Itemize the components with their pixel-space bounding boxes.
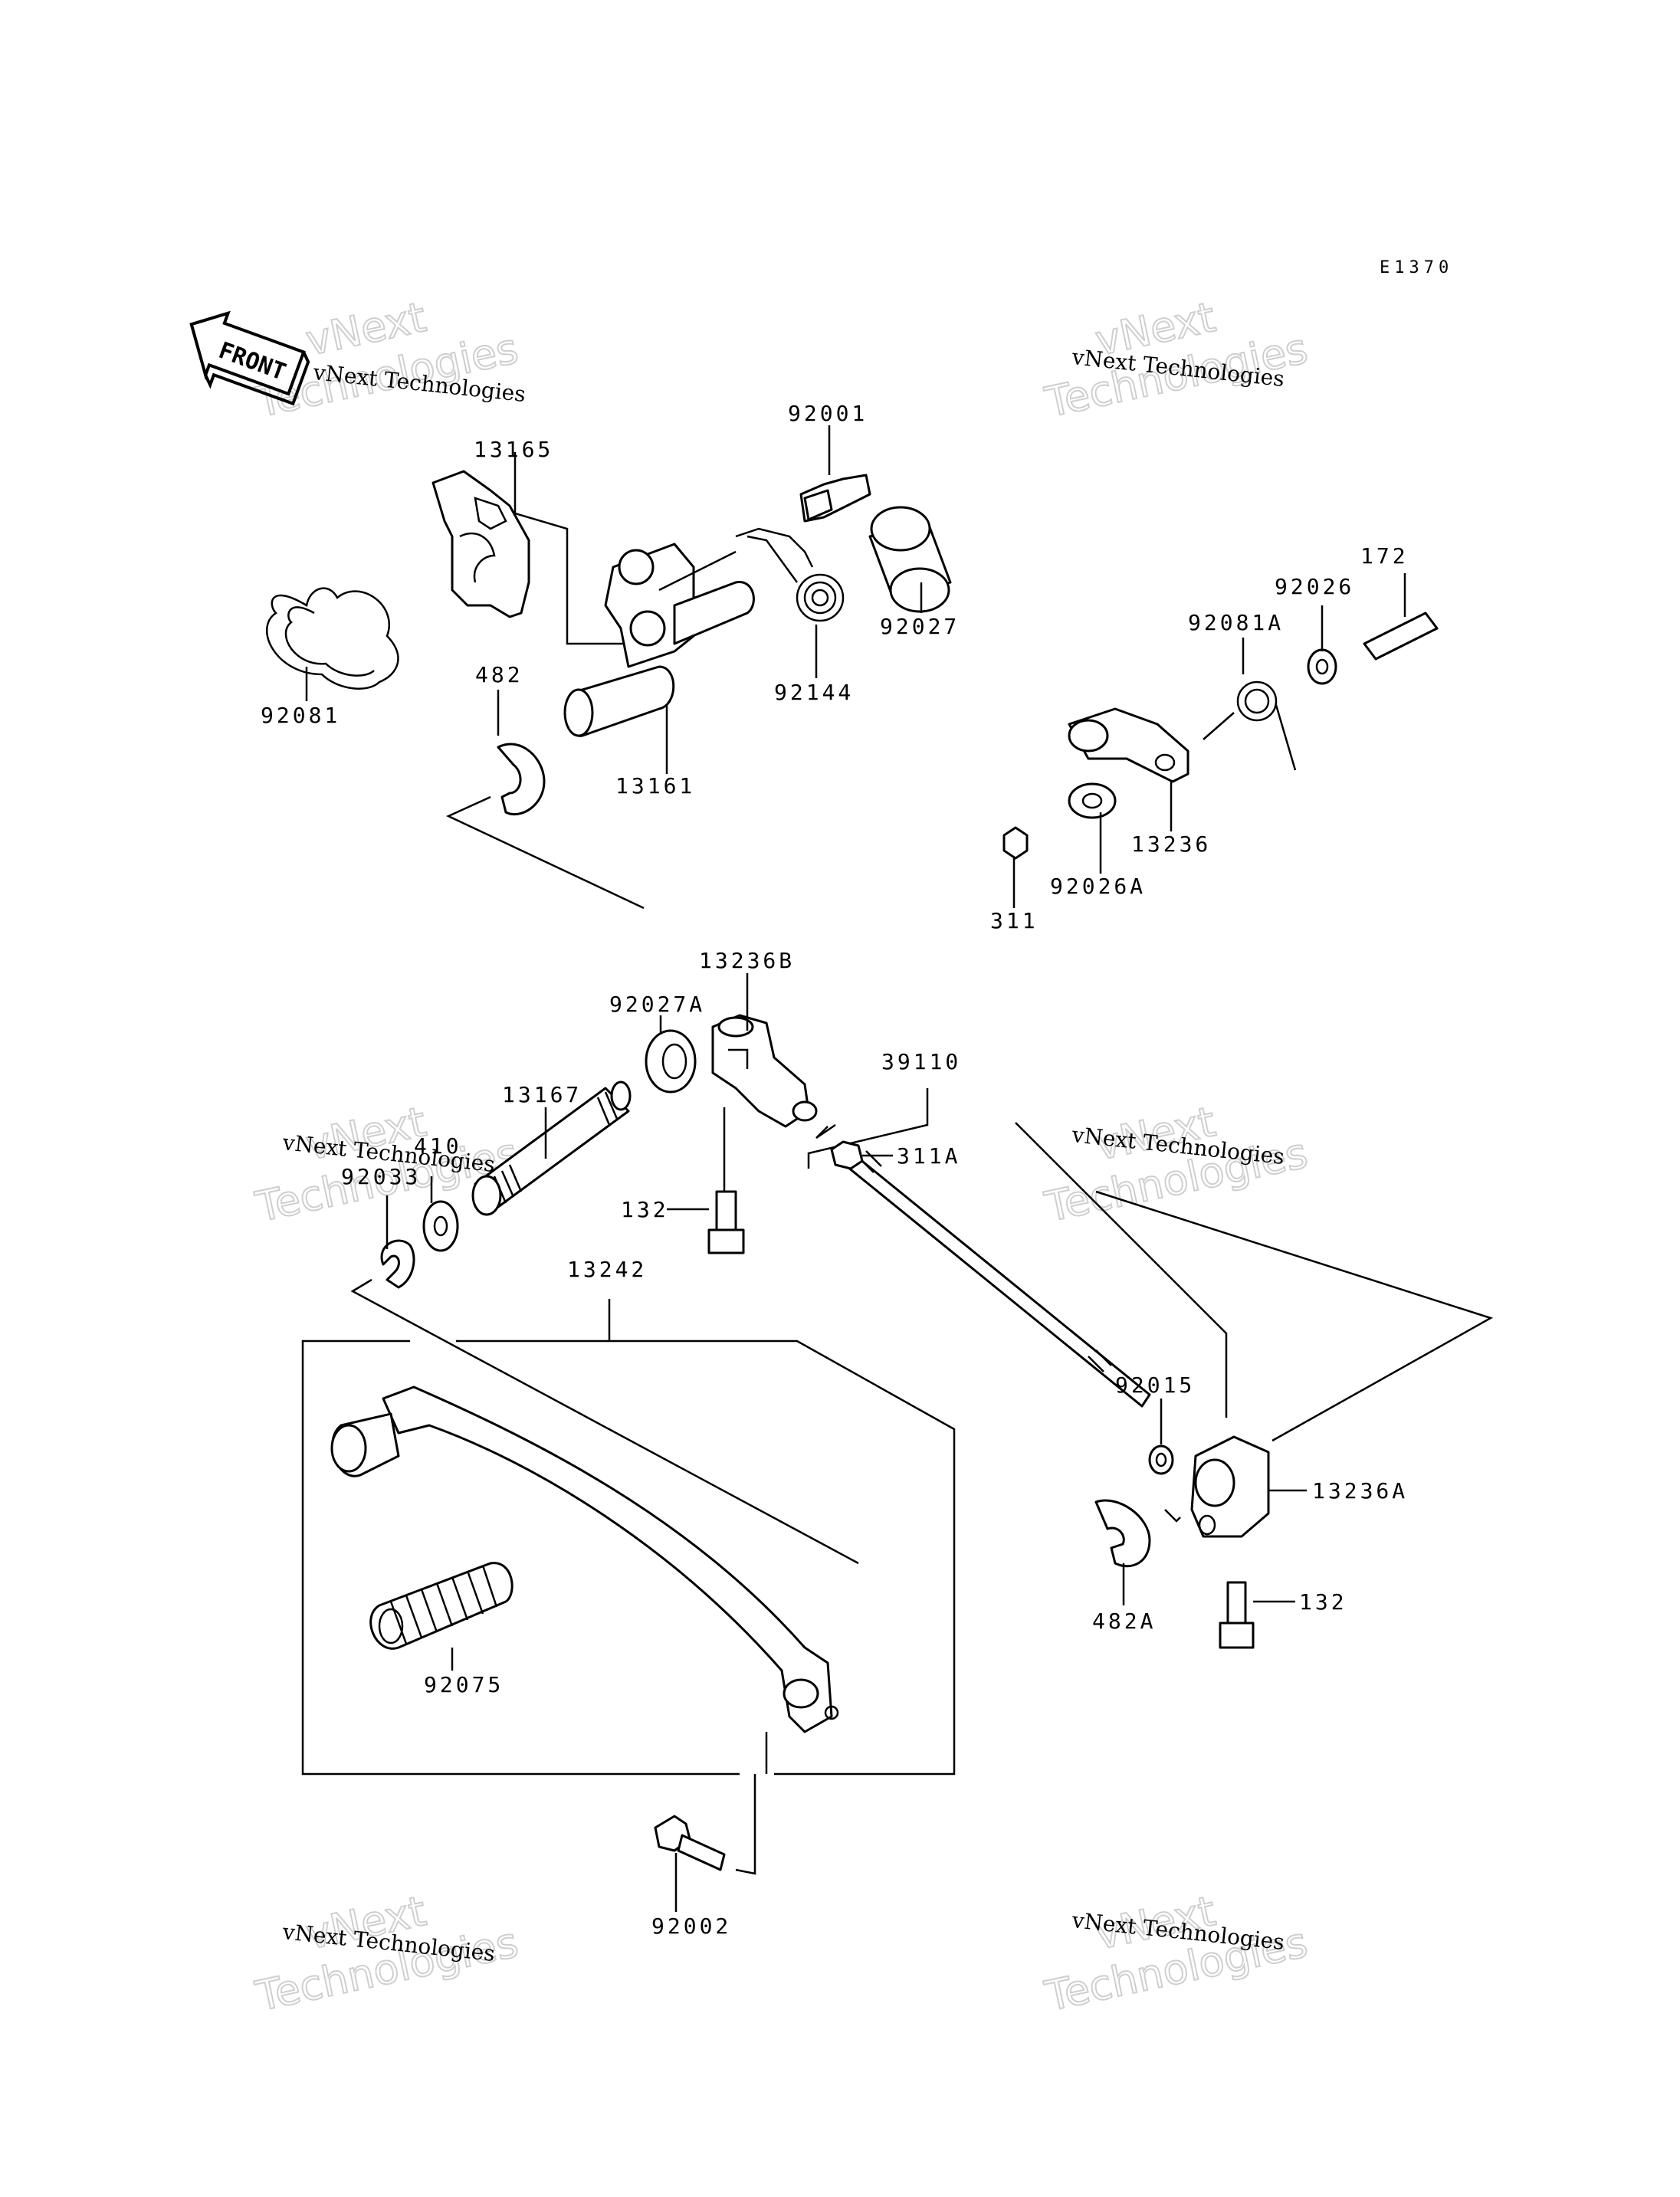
part-label-13236B[interactable]: 13236B xyxy=(699,948,795,973)
part-label-132-lower[interactable]: 132 xyxy=(1299,1589,1347,1615)
part-label-410[interactable]: 410 xyxy=(414,1133,462,1159)
part-label-92033[interactable]: 92033 xyxy=(341,1164,421,1189)
part-92015-drawing xyxy=(1148,1444,1174,1475)
part-311A-drawing xyxy=(830,1140,864,1170)
part-92081-drawing xyxy=(266,587,399,690)
part-label-311[interactable]: 311 xyxy=(990,908,1039,933)
part-label-92144[interactable]: 92144 xyxy=(774,680,854,705)
part-92001-drawing xyxy=(799,474,871,523)
part-13236-drawing xyxy=(1068,707,1189,783)
part-label-13161[interactable]: 13161 xyxy=(615,773,695,798)
part-label-13236[interactable]: 13236 xyxy=(1131,831,1211,857)
part-label-482[interactable]: 482 xyxy=(475,662,523,687)
front-arrow-icon: FRONT xyxy=(189,310,310,406)
part-label-92026[interactable]: 92026 xyxy=(1275,574,1354,599)
part-label-311A[interactable]: 311A xyxy=(897,1143,960,1169)
part-92033-drawing xyxy=(380,1239,415,1289)
part-132b-drawing xyxy=(1219,1581,1255,1649)
part-92002-drawing xyxy=(654,1815,726,1871)
part-label-92081A[interactable]: 92081A xyxy=(1188,610,1284,635)
part-13161-drawing xyxy=(563,543,755,737)
part-label-92081[interactable]: 92081 xyxy=(261,703,340,728)
part-482-drawing xyxy=(497,743,546,816)
part-label-482A[interactable]: 482A xyxy=(1092,1608,1156,1634)
part-label-13167[interactable]: 13167 xyxy=(502,1082,582,1107)
part-label-13165[interactable]: 13165 xyxy=(474,437,553,462)
part-172-drawing xyxy=(1363,612,1439,661)
part-label-39110[interactable]: 39110 xyxy=(881,1049,961,1074)
part-label-132-upper[interactable]: 132 xyxy=(621,1197,669,1222)
part-label-92026A[interactable]: 92026A xyxy=(1050,874,1146,899)
part-label-13242[interactable]: 13242 xyxy=(567,1257,647,1282)
part-92027A-drawing xyxy=(645,1029,697,1094)
part-92075-drawing xyxy=(369,1562,514,1650)
part-label-92001[interactable]: 92001 xyxy=(788,401,868,426)
part-label-92027[interactable]: 92027 xyxy=(880,614,960,639)
part-13236B-drawing xyxy=(711,1014,818,1128)
part-92026-drawing xyxy=(1307,648,1337,685)
part-13242-drawing xyxy=(330,1385,839,1733)
part-label-172[interactable]: 172 xyxy=(1360,543,1409,569)
diagram-code: E1370 xyxy=(1380,258,1453,277)
part-label-92002[interactable]: 92002 xyxy=(651,1913,731,1939)
part-311-drawing xyxy=(1002,826,1029,860)
part-92027-drawing xyxy=(868,506,952,613)
part-410-drawing xyxy=(422,1200,459,1252)
part-label-13236A[interactable]: 13236A xyxy=(1312,1478,1408,1503)
part-92026A-drawing xyxy=(1068,782,1117,819)
part-482A-drawing xyxy=(1094,1499,1151,1568)
part-label-92015[interactable]: 92015 xyxy=(1115,1372,1195,1398)
part-13236A-drawing xyxy=(1190,1435,1270,1538)
part-92144-drawing xyxy=(735,527,845,622)
part-label-92027A[interactable]: 92027A xyxy=(609,992,705,1017)
part-132a-drawing xyxy=(707,1190,745,1254)
part-13165-drawing xyxy=(431,470,530,618)
part-labels: 13165 92001 92027 92144 92081 482 13161 … xyxy=(261,401,1409,1939)
part-13167-drawing xyxy=(471,1080,632,1216)
part-92081A-drawing xyxy=(1203,680,1297,771)
part-label-92075[interactable]: 92075 xyxy=(424,1672,504,1697)
